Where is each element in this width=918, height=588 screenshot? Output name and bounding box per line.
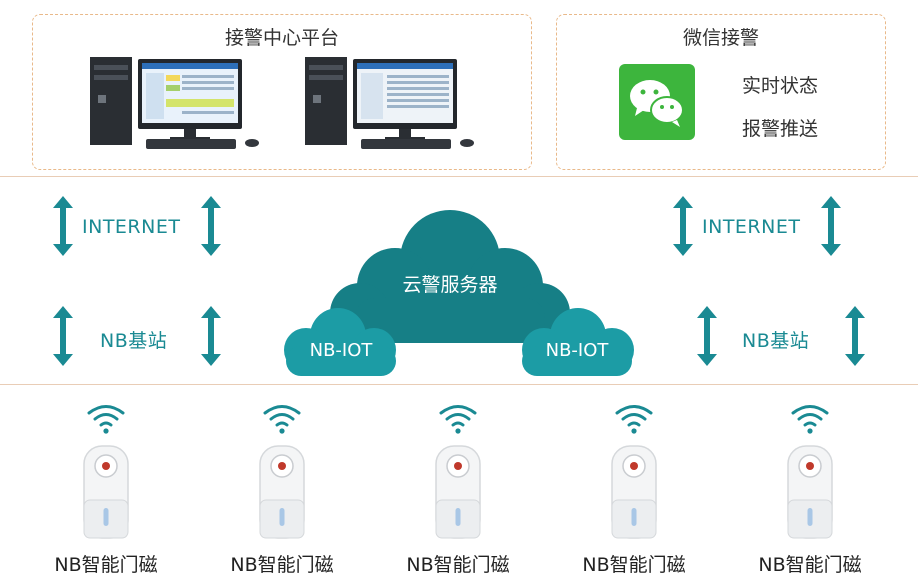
device-label: NB智能门磁 <box>582 554 686 576</box>
device-label: NB智能门磁 <box>406 554 510 576</box>
left-nb-base-label: NB基站 <box>100 330 168 352</box>
wechat-item-alarm-push: 报警推送 <box>742 118 819 140</box>
cloud-nbiot-left-icon <box>284 308 396 376</box>
workstation-illustration-1 <box>90 57 259 149</box>
double-arrow-icon <box>673 196 693 256</box>
device-label: NB智能门磁 <box>230 554 334 576</box>
double-arrow-icon <box>845 306 865 366</box>
alarm-center-title: 接警中心平台 <box>224 27 339 49</box>
right-internet-label: INTERNET <box>702 216 801 238</box>
double-arrow-icon <box>821 196 841 256</box>
door-sensor-device-icon <box>787 445 833 539</box>
cloud-nbiot-right-icon <box>522 308 634 376</box>
divider-bottom <box>0 384 918 385</box>
double-arrow-icon <box>201 196 221 256</box>
door-sensor-device-icon <box>611 445 657 539</box>
double-arrow-icon <box>53 196 73 256</box>
cloud-server-label: 云警服务器 <box>402 274 498 296</box>
wechat-icon <box>619 64 695 140</box>
nbiot-right-label: NB-IOT <box>545 340 609 361</box>
wechat-item-realtime-status: 实时状态 <box>742 75 819 97</box>
left-internet-label: INTERNET <box>82 216 181 238</box>
wifi-signal-icon <box>439 405 477 434</box>
device-label: NB智能门磁 <box>758 554 862 576</box>
device-label: NB智能门磁 <box>54 554 158 576</box>
double-arrow-icon <box>53 306 73 366</box>
wifi-signal-icon <box>263 405 301 434</box>
wifi-signal-icon <box>791 405 829 434</box>
door-sensor-device-icon <box>83 445 129 539</box>
double-arrow-icon <box>201 306 221 366</box>
double-arrow-icon <box>697 306 717 366</box>
door-sensor-device-icon <box>259 445 305 539</box>
wifi-signal-icon <box>615 405 653 434</box>
wechat-panel-title: 微信接警 <box>682 27 759 49</box>
workstation-illustration-2 <box>305 57 474 149</box>
right-nb-base-label: NB基站 <box>742 330 810 352</box>
alarm-center-panel: 接警中心平台 <box>32 14 532 170</box>
wechat-panel: 微信接警 <box>556 14 886 170</box>
door-sensor-device-icon <box>435 445 481 539</box>
divider-top <box>0 176 918 177</box>
nbiot-left-label: NB-IOT <box>309 340 373 361</box>
wifi-signal-icon <box>87 405 125 434</box>
